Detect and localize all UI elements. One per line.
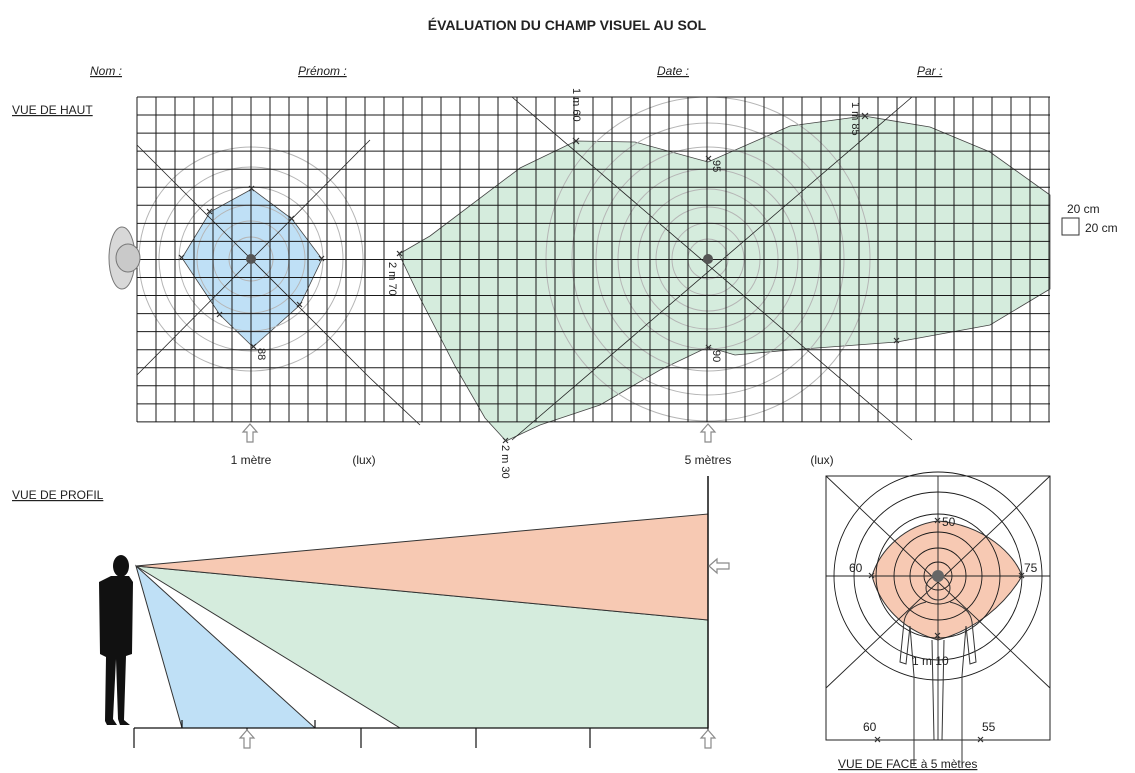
par-field-label: Par : <box>917 64 942 78</box>
blue-field-1m <box>181 188 323 348</box>
arrow-up-icon <box>238 729 256 749</box>
sheet-title: ÉVALUATION DU CHAMP VISUEL AU SOL <box>428 17 707 33</box>
green-field-5m <box>398 115 1051 442</box>
scale-legend-square: 20 cm <box>1085 221 1118 235</box>
front-label-60: 60 <box>849 561 863 575</box>
center-point-5m <box>703 254 713 264</box>
front-view-title: VUE DE FACE à 5 mètres <box>838 757 977 771</box>
label-lux-1: (lux) <box>352 453 375 467</box>
scale-legend: 20 cm 20 cm <box>1061 202 1118 236</box>
label-1-metre: 1 mètre <box>231 453 272 467</box>
measure-95: 95 <box>710 160 722 172</box>
front-measure-marks <box>868 517 1025 743</box>
arrow-left-icon <box>708 557 730 575</box>
scale-legend-top: 20 cm <box>1067 202 1100 216</box>
front-label-bottom-60: 60 <box>863 720 877 734</box>
ground-grid <box>136 96 1050 423</box>
measure-1m60: 1 m 60 <box>570 88 582 122</box>
center-point-1m <box>246 254 256 264</box>
profile-view-title: VUE DE PROFIL <box>12 488 104 502</box>
nom-field-label: Nom : <box>90 64 122 78</box>
label-5-metres: 5 mètres <box>685 453 732 467</box>
label-lux-2: (lux) <box>810 453 833 467</box>
measurement-marks <box>178 112 900 444</box>
measure-1m85: 1 m 85 <box>849 102 861 136</box>
date-field-label: Date : <box>657 64 689 78</box>
profile-view-panel <box>99 476 730 749</box>
measure-2m30: 2 m 30 <box>499 445 511 479</box>
top-view-title: VUE DE HAUT <box>12 103 93 117</box>
top-view-panel: 1 m 60 1 m 85 95 2 m 70 88 90 2 m 30 1 m… <box>108 88 1051 479</box>
front-body-outline-icon <box>899 575 977 766</box>
front-center-point <box>932 570 944 582</box>
front-view-panel: 50 60 75 1 m 10 60 55 <box>825 471 1051 766</box>
front-label-bottom-55: 55 <box>982 720 996 734</box>
head-top-icon <box>108 226 141 290</box>
measure-2m70: 2 m 70 <box>386 262 398 296</box>
front-label-50: 50 <box>942 515 956 529</box>
front-label-1m10: 1 m 10 <box>912 654 949 668</box>
front-label-75: 75 <box>1024 561 1038 575</box>
arrow-up-icon <box>699 729 717 749</box>
scale-square <box>1061 217 1080 236</box>
measure-88: 88 <box>255 348 267 360</box>
arrow-up-icon <box>241 423 259 443</box>
arrow-up-icon <box>699 423 717 443</box>
measure-90: 90 <box>710 350 722 362</box>
prenom-field-label: Prénom : <box>298 64 347 78</box>
person-silhouette-icon <box>99 555 133 725</box>
